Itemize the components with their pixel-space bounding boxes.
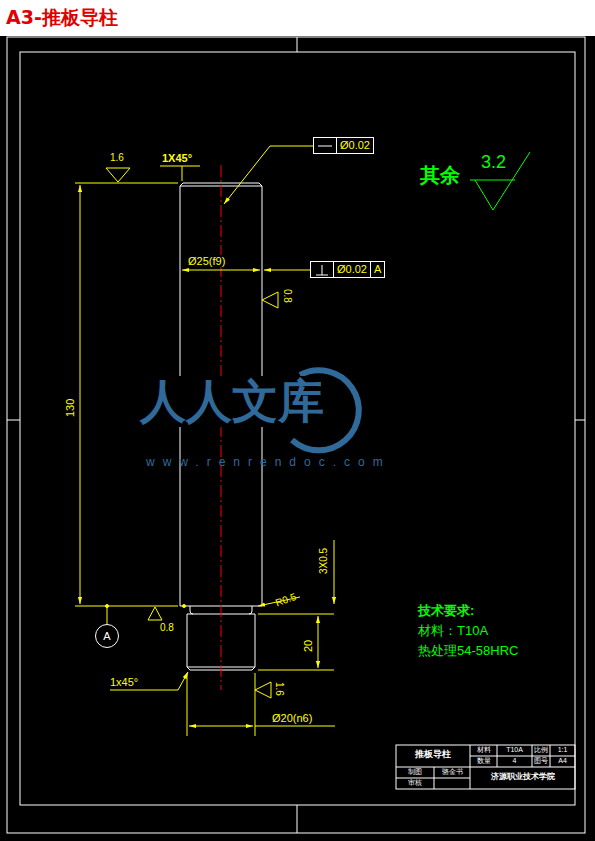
datum-letter: A — [103, 630, 110, 642]
note-text: 其余 — [420, 164, 460, 186]
table-cell: 图号 — [532, 757, 550, 765]
top-strip — [0, 0, 595, 36]
tolerance-symbol — [311, 262, 333, 277]
roughness-value: 0.8 — [282, 289, 293, 303]
table-cell: 4 — [497, 757, 532, 765]
diameter-dimension: Ø25(f9) — [188, 255, 225, 267]
requirements-text: 材料：T10A — [418, 624, 488, 638]
watermark: 人人文库 — [140, 376, 324, 427]
roughness-value: 1.6 — [274, 682, 285, 696]
length-dimension: 130 — [64, 399, 76, 417]
chamfer-dimension: 1X45° — [162, 152, 192, 164]
length-dimension: 20 — [302, 640, 314, 652]
roughness-value: 3.2 — [481, 153, 506, 173]
tolerance-symbol — [314, 264, 330, 276]
radius-dimension: R0.5 — [274, 591, 298, 609]
tolerance-value: A — [370, 262, 384, 277]
tolerance-value: Ø0.02 — [336, 138, 373, 153]
table-cell: 济源职业技术学院 — [470, 773, 575, 782]
table-cell: 材料 — [470, 746, 497, 754]
table-cell: 推板导柱 — [396, 750, 470, 760]
requirements-text: 热处理54-58HRC — [418, 644, 518, 658]
tolerance-symbol — [314, 138, 336, 153]
datum-circle: A — [95, 624, 119, 648]
tolerance-symbol — [317, 140, 333, 152]
table-cell: 数量 — [470, 757, 497, 765]
tolerance-value: Ø0.02 — [333, 262, 370, 277]
watermark: www.renrendoc.com — [146, 456, 391, 469]
diameter-dimension: Ø20(n6) — [272, 712, 312, 724]
roughness-symbol — [470, 152, 530, 210]
roughness-value: 0.8 — [160, 622, 174, 633]
tolerance-frame: Ø0.02 — [313, 137, 374, 154]
table-cell: 审核 — [396, 779, 434, 787]
table-cell: T10A — [497, 746, 532, 754]
requirements-heading: 技术要求: — [418, 604, 474, 618]
dimensions — [75, 146, 335, 736]
table-cell: 比例 — [532, 746, 550, 754]
centerline — [221, 165, 222, 690]
table-cell: 1:1 — [550, 746, 575, 754]
title-block — [396, 745, 575, 789]
sheet — [0, 36, 595, 841]
sheet-frame — [7, 37, 585, 833]
table-cell: 骆金书 — [434, 768, 470, 776]
tolerance-frame: Ø0.02A — [310, 261, 385, 278]
groove-dimension: 3X0.5 — [318, 548, 329, 574]
table-cell: 制图 — [396, 768, 434, 776]
sheet-title: A3-推板导柱 — [6, 7, 118, 28]
chamfer-dimension: 1x45° — [110, 676, 138, 688]
roughness-value: 1.6 — [110, 152, 124, 163]
table-cell: A4 — [550, 757, 575, 765]
